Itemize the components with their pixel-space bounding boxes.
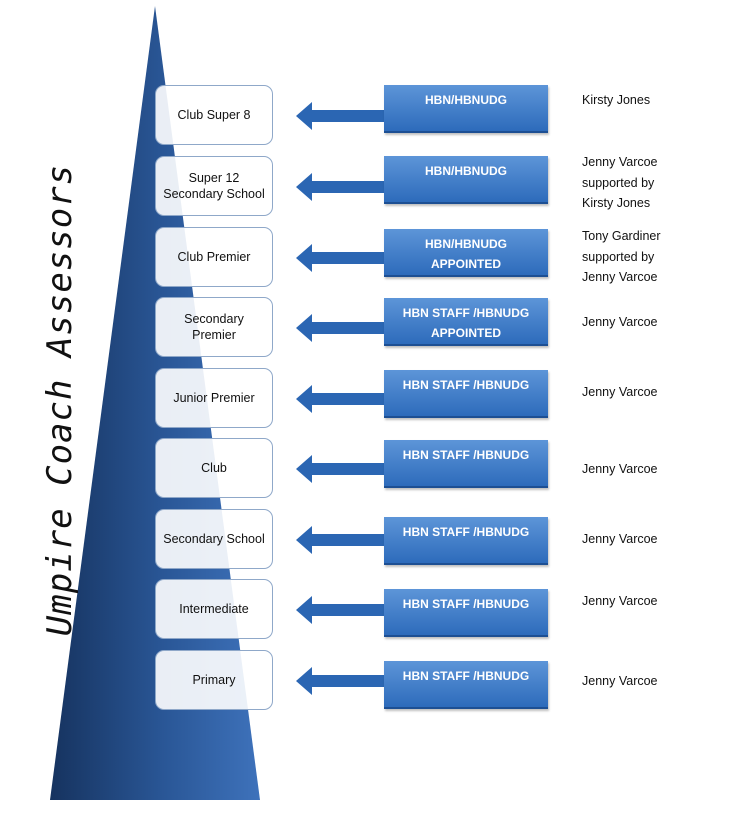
- level-box: Super 12 Secondary School: [155, 156, 273, 216]
- assessor-name: Jenny Varcoe: [582, 315, 658, 329]
- assessor-name: Tony Gardiner supported by Jenny Varcoe: [582, 229, 661, 284]
- org-box: HBN STAFF /HBNUDG APPOINTED: [384, 298, 548, 346]
- level-box: Secondary School: [155, 509, 273, 569]
- level-box: Junior Premier: [155, 368, 273, 428]
- left-arrow-icon: [296, 314, 384, 342]
- assessor-name: Jenny Varcoe: [582, 532, 658, 546]
- assessor-name: Jenny Varcoe: [582, 385, 658, 399]
- left-arrow-icon: [296, 667, 384, 695]
- assessor-name: Kirsty Jones: [582, 93, 651, 107]
- left-arrow-icon: [296, 526, 384, 554]
- assessor-name: Jenny Varcoe: [582, 594, 658, 608]
- org-box: HBN/HBNUDG: [384, 156, 548, 204]
- assessor-name: Jenny Varcoe: [582, 462, 658, 476]
- level-box: Primary: [155, 650, 273, 710]
- left-arrow-icon: [296, 244, 384, 272]
- level-box: Club Premier: [155, 227, 273, 287]
- assessor-name: Jenny Varcoe: [582, 674, 658, 688]
- org-box: HBN STAFF /HBNUDG: [384, 661, 548, 709]
- org-box: HBN STAFF /HBNUDG: [384, 370, 548, 418]
- left-arrow-icon: [296, 102, 384, 130]
- left-arrow-icon: [296, 596, 384, 624]
- org-box: HBN STAFF /HBNUDG: [384, 517, 548, 565]
- org-box: HBN/HBNUDG: [384, 85, 548, 133]
- level-box: Club: [155, 438, 273, 498]
- org-box: HBN STAFF /HBNUDG: [384, 589, 548, 637]
- level-box: Club Super 8: [155, 85, 273, 145]
- org-box: HBN STAFF /HBNUDG: [384, 440, 548, 488]
- left-arrow-icon: [296, 455, 384, 483]
- assessor-name: Jenny Varcoe supported by Kirsty Jones: [582, 155, 658, 210]
- left-arrow-icon: [296, 385, 384, 413]
- side-title-text: Umpire Coach Assessors: [40, 163, 80, 637]
- org-box: HBN/HBNUDG APPOINTED: [384, 229, 548, 277]
- level-box: Secondary Premier: [155, 297, 273, 357]
- left-arrow-icon: [296, 173, 384, 201]
- level-box: Intermediate: [155, 579, 273, 639]
